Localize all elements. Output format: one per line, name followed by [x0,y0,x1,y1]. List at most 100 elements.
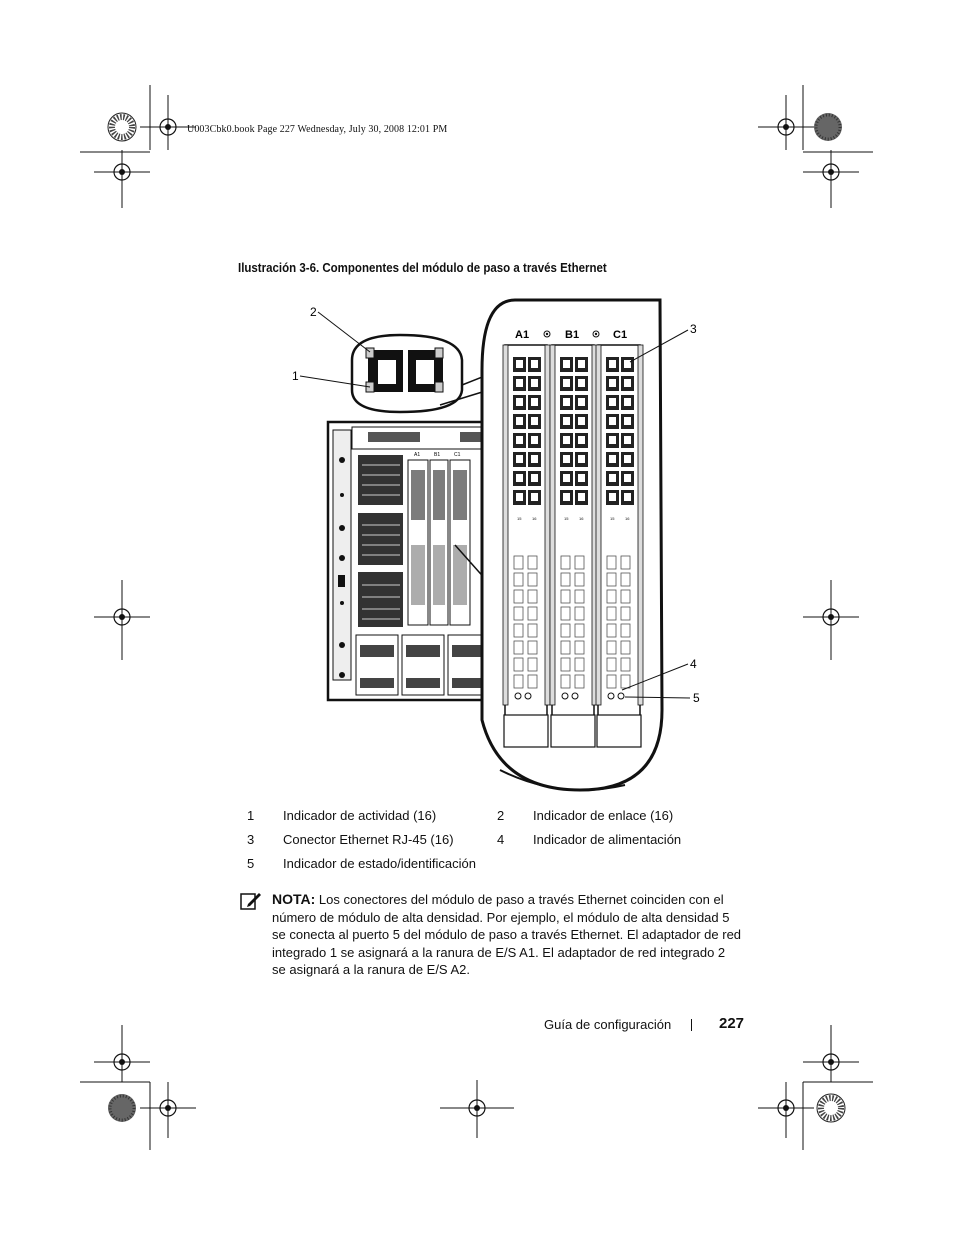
rj45-port-opening [531,417,538,425]
rj45-port-opening [516,398,523,406]
rj45-port-opening [624,379,631,387]
port-outline [560,589,571,604]
rj45-zoom-bubble [350,333,506,414]
legend-number: 2 [497,808,505,823]
port-outline [560,623,571,638]
port-outline [606,657,617,672]
note-paragraph: NOTA: Los conectores del módulo de paso … [272,891,742,979]
port-number-label: 15 [564,516,569,521]
port-outline [513,657,524,672]
module-handle [596,714,642,748]
rj45-port-opening [624,436,631,444]
legend-row: 3 Conector Ethernet RJ-45 (16) 4 Indicad… [247,832,727,856]
port-number-label: 15 [610,516,615,521]
rj45-port-opening [563,360,570,368]
port-number-label: 16 [579,516,584,521]
small-slot-label-b1: B1 [434,452,440,458]
port-outline [527,623,538,638]
rj45-port-opening [531,474,538,482]
legend-number: 4 [497,832,505,847]
port-outline [574,623,585,638]
rj45-port-opening [578,379,585,387]
port-outline [513,640,524,655]
module-handle [550,714,596,748]
status-led [524,692,532,700]
rj45-port-opening [516,436,523,444]
slot-label-b1: B1 [565,329,579,341]
port-outline [574,674,585,689]
port-outline [513,623,524,638]
power-led [514,692,522,700]
module-rail [595,344,602,706]
port-outline [620,623,631,638]
port-outline [574,555,585,570]
rj45-port-opening [578,455,585,463]
port-outline [527,640,538,655]
rj45-port-opening [516,474,523,482]
legend-number: 5 [247,856,255,871]
rj45-port-opening [563,379,570,387]
port-outline [527,572,538,587]
port-number-label: 15 [517,516,522,521]
callout-5: 5 [693,691,700,705]
rj45-port-opening [516,455,523,463]
rj45-port-opening [624,360,631,368]
rj45-port-opening [516,379,523,387]
legend-number: 3 [247,832,255,847]
rj45-port-opening [624,493,631,501]
callout-4: 4 [690,657,697,671]
legend-row: 1 Indicador de actividad (16) 2 Indicado… [247,808,727,832]
module-rail [549,344,556,706]
rj45-port-opening [624,474,631,482]
rj45-port-opening [624,417,631,425]
legend-number: 1 [247,808,255,823]
port-outline [574,589,585,604]
small-slot-label-c1: C1 [454,452,461,458]
callout-3: 3 [690,322,697,336]
port-outline [606,572,617,587]
callout-1: 1 [292,369,299,383]
rj45-port-opening [531,455,538,463]
rj45-port-opening [531,436,538,444]
power-led [561,692,569,700]
legend-text: Indicador de enlace (16) [533,808,674,823]
legend-text: Indicador de estado/identificación [283,856,476,871]
port-outline [620,606,631,621]
rj45-port-opening [531,379,538,387]
note-body: Los conectores del módulo de paso a trav… [272,892,742,977]
chassis-illustration [326,420,505,702]
rj45-port-opening [578,436,585,444]
port-outline [574,572,585,587]
rj45-port-opening [563,417,570,425]
print-header-line: U003Cbk0.book Page 227 Wednesday, July 3… [187,124,448,135]
rj45-port-opening [531,360,538,368]
rj45-port-opening [609,379,616,387]
rj45-port-opening [609,455,616,463]
module-body [504,344,548,746]
port-outline [620,555,631,570]
port-outline [606,555,617,570]
rj45-port-opening [516,417,523,425]
legend-table: 1 Indicador de actividad (16) 2 Indicado… [247,808,727,880]
port-outline [560,657,571,672]
small-slot-label-a1: A1 [414,452,420,458]
port-outline [606,674,617,689]
port-outline [620,572,631,587]
rj45-port-opening [516,360,523,368]
legend-row: 5 Indicador de estado/identificación [247,856,727,880]
port-outline [620,589,631,604]
port-outline [527,674,538,689]
port-outline [560,555,571,570]
status-led [571,692,579,700]
module-rail [502,344,509,706]
rj45-port-opening [609,360,616,368]
port-outline [527,555,538,570]
port-outline [620,674,631,689]
port-number-label: 16 [625,516,630,521]
footer-separator [691,1019,692,1031]
port-outline [620,657,631,672]
rj45-port-opening [609,398,616,406]
